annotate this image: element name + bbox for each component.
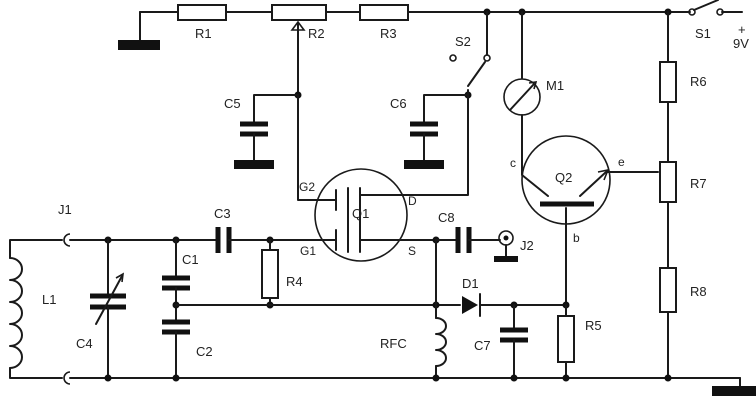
jack-j2 <box>494 230 518 262</box>
label-c3: C3 <box>214 206 231 221</box>
jack-j1-top <box>63 233 71 247</box>
label-rfc: RFC <box>380 336 407 351</box>
label-c5: C5 <box>224 96 241 111</box>
label-r3: R3 <box>380 26 397 41</box>
resistor-r8 <box>659 267 677 313</box>
jack-j1-bottom <box>63 371 71 385</box>
resistor-r5 <box>557 315 575 363</box>
potentiometer-r2 <box>271 4 327 21</box>
label-r7: R7 <box>690 176 707 191</box>
inductor-l1 <box>9 257 23 369</box>
resistor-r4 <box>261 249 279 299</box>
label-q1: Q1 <box>352 206 369 221</box>
pin-q2-b: b <box>573 231 580 245</box>
label-c7: C7 <box>474 338 491 353</box>
top-rail <box>139 11 743 45</box>
pin-q1-d: D <box>408 194 417 208</box>
wiper-arrow-icon <box>290 20 306 31</box>
label-r6: R6 <box>690 74 707 89</box>
label-r1: R1 <box>195 26 212 41</box>
supply-voltage: 9V <box>733 36 749 51</box>
diode-d1 <box>462 293 481 317</box>
switch-s1 <box>688 0 724 16</box>
ground-symbol-c5 <box>234 160 274 169</box>
label-j2: J2 <box>520 238 534 253</box>
meter-m1 <box>503 78 541 116</box>
ground-symbol-c6 <box>404 160 444 169</box>
label-c8: C8 <box>438 210 455 225</box>
pin-q2-e: e <box>618 155 625 169</box>
inductor-rfc <box>435 317 447 367</box>
label-c2: C2 <box>196 344 213 359</box>
pin-q1-s: S <box>408 244 416 258</box>
label-c1: C1 <box>182 252 199 267</box>
transistor-q1 <box>269 94 437 262</box>
potentiometer-r7 <box>659 161 677 203</box>
label-d1: D1 <box>462 276 479 291</box>
ground-symbol-bottom-right <box>712 386 756 396</box>
label-s2: S2 <box>455 34 471 49</box>
label-l1: L1 <box>42 292 56 307</box>
pin-q1-g1: G1 <box>300 244 316 258</box>
label-j1: J1 <box>58 202 72 217</box>
supply-plus: + <box>738 22 746 37</box>
resistor-r6 <box>659 61 677 103</box>
label-r5: R5 <box>585 318 602 333</box>
switch-s2 <box>449 54 491 87</box>
label-m1: M1 <box>546 78 564 93</box>
label-c4: C4 <box>76 336 93 351</box>
ground-symbol-top-left <box>118 40 160 50</box>
resistor-r3 <box>359 4 409 21</box>
label-r4: R4 <box>286 274 303 289</box>
label-c6: C6 <box>390 96 407 111</box>
pin-q1-g2: G2 <box>299 180 315 194</box>
transistor-q2 <box>521 135 659 307</box>
label-q2: Q2 <box>555 170 572 185</box>
resistor-r1 <box>177 4 227 21</box>
label-s1: S1 <box>695 26 711 41</box>
bottom-rail <box>69 377 741 389</box>
label-r2: R2 <box>308 26 325 41</box>
label-r8: R8 <box>690 284 707 299</box>
pin-q2-c: c <box>510 156 516 170</box>
